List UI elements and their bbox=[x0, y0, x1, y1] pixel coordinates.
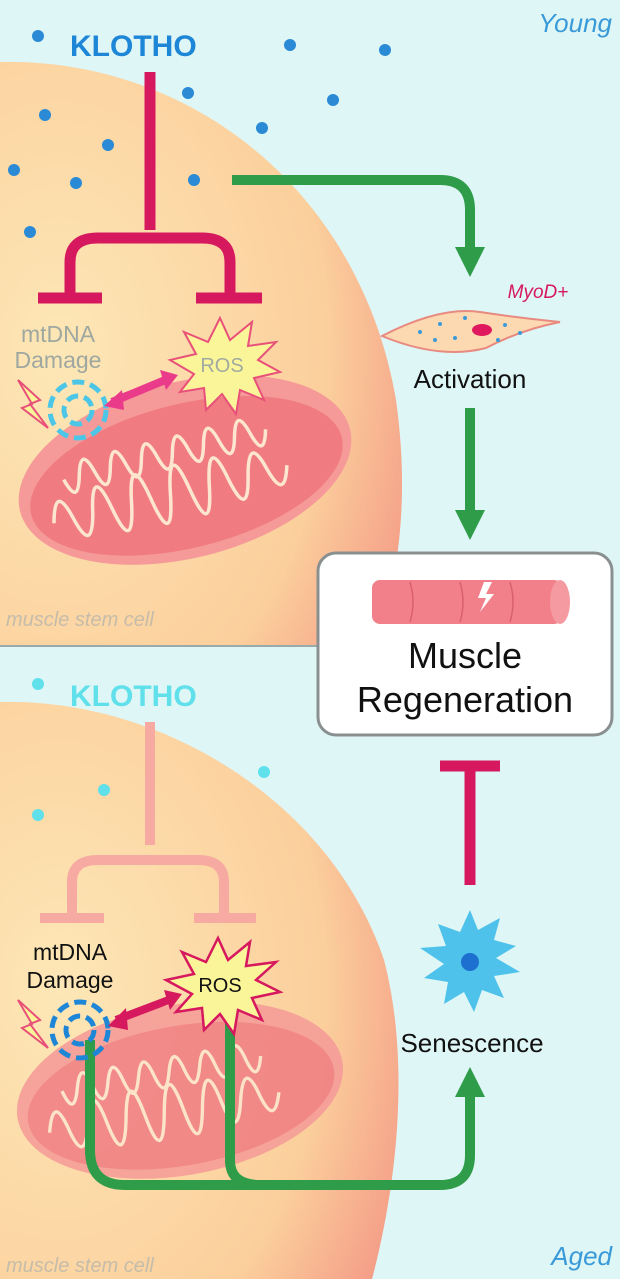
damage-label-aged: Damage bbox=[27, 967, 114, 993]
mtdna-damage-icon bbox=[47, 379, 109, 441]
ros-label-aged: ROS bbox=[198, 975, 241, 997]
regeneration-label: Regeneration bbox=[357, 679, 573, 720]
mtdna-senescence-arrow bbox=[85, 1040, 485, 1190]
activation-label: Activation bbox=[414, 364, 527, 394]
aged-label: Aged bbox=[549, 1241, 613, 1271]
klotho-dots-aged bbox=[32, 678, 270, 821]
cell-label-aged: muscle stem cell bbox=[6, 1255, 154, 1277]
ros-label: ROS bbox=[200, 355, 243, 377]
young-label: Young bbox=[538, 8, 612, 38]
mtdna-damage-icon-aged bbox=[49, 999, 111, 1061]
activation-arrow bbox=[232, 175, 485, 277]
senescent-cell-nucleus bbox=[461, 953, 479, 971]
ros-senescence-arrow bbox=[225, 1000, 261, 1190]
activated-stem-cell-icon bbox=[379, 310, 561, 353]
klotho-dots-young bbox=[8, 30, 391, 238]
myod-label: MyoD+ bbox=[508, 282, 569, 303]
ros-star-aged bbox=[162, 935, 284, 1038]
muscle-fiber-icon bbox=[372, 580, 570, 624]
klotho-label-aged: KLOTHO bbox=[70, 680, 197, 713]
muscle-label: Muscle bbox=[408, 635, 522, 676]
aged-panel: ROS mtDNA Damage KLOTHO muscle stem cell bbox=[0, 678, 485, 1279]
young-panel: ROS mtDNA Damage KLOTHO muscle stem cell bbox=[0, 30, 402, 645]
mtdna-label: mtDNA bbox=[21, 321, 96, 347]
ros-star bbox=[167, 315, 283, 417]
damage-label: Damage bbox=[15, 347, 102, 373]
klotho-inhibition-young bbox=[38, 72, 262, 304]
senescence-inhibition bbox=[440, 760, 500, 885]
cell-label-young: muscle stem cell bbox=[6, 609, 154, 631]
senescence-label: Senescence bbox=[400, 1028, 543, 1058]
klotho-label-young: KLOTHO bbox=[70, 30, 197, 63]
mtdna-label-aged: mtDNA bbox=[33, 939, 108, 965]
klotho-inhibition-aged bbox=[40, 722, 256, 923]
